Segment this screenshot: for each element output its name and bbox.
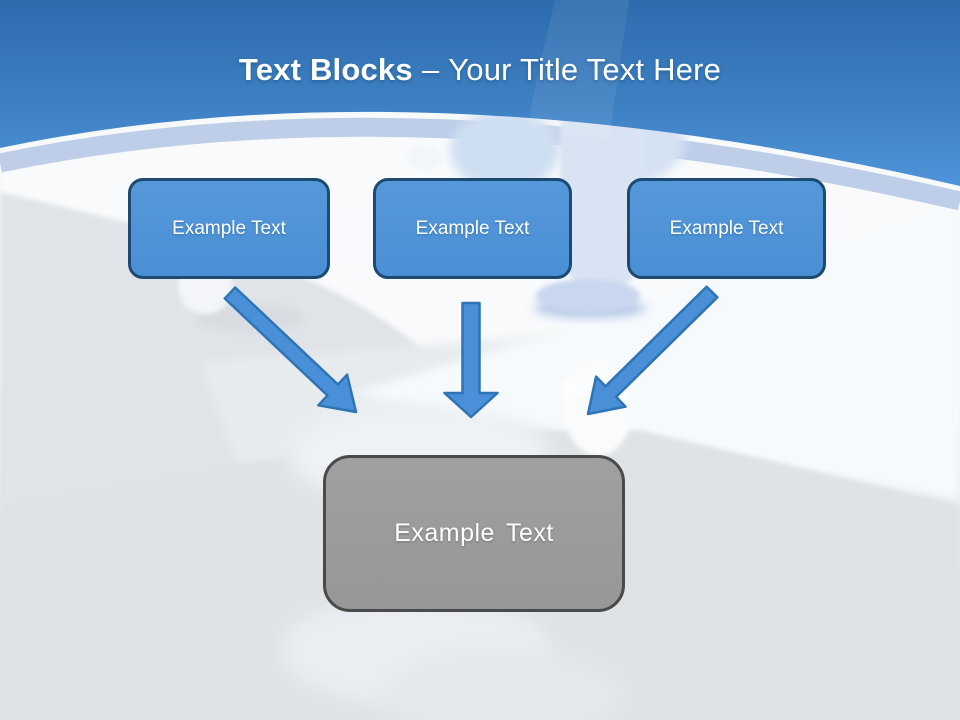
slide-title[interactable]: Text Blocks–Your Title Text Here bbox=[0, 52, 960, 88]
text-block-3-label: Example Text bbox=[669, 217, 784, 239]
target-text-block-label: Example Text bbox=[394, 519, 554, 547]
header-band bbox=[0, 0, 960, 186]
text-block-1[interactable]: Example Text bbox=[128, 178, 330, 279]
figure-leg bbox=[560, 90, 645, 290]
figure-hand-small bbox=[407, 146, 443, 170]
dome-rim-highlight bbox=[0, 117, 960, 211]
target-text-block[interactable]: Example Text bbox=[323, 455, 625, 612]
figure-knee-left bbox=[450, 110, 560, 190]
title-separator: – bbox=[421, 52, 440, 87]
figure-silhouette-behind-header bbox=[527, 0, 629, 140]
figure-shoe bbox=[536, 279, 640, 313]
text-block-2[interactable]: Example Text bbox=[373, 178, 572, 279]
figure-finger-1 bbox=[561, 377, 583, 399]
text-block-1-label: Example Text bbox=[172, 217, 286, 239]
figure-body-coil-2 bbox=[385, 650, 625, 720]
figure-finger-3 bbox=[609, 379, 631, 401]
text-block-2-label: Example Text bbox=[415, 217, 530, 239]
figure-finger-2 bbox=[584, 368, 608, 392]
text-block-3[interactable]: Example Text bbox=[627, 178, 826, 279]
title-subtitle: Your Title Text Here bbox=[448, 52, 722, 87]
title-emphasis: Text Blocks bbox=[238, 52, 413, 87]
